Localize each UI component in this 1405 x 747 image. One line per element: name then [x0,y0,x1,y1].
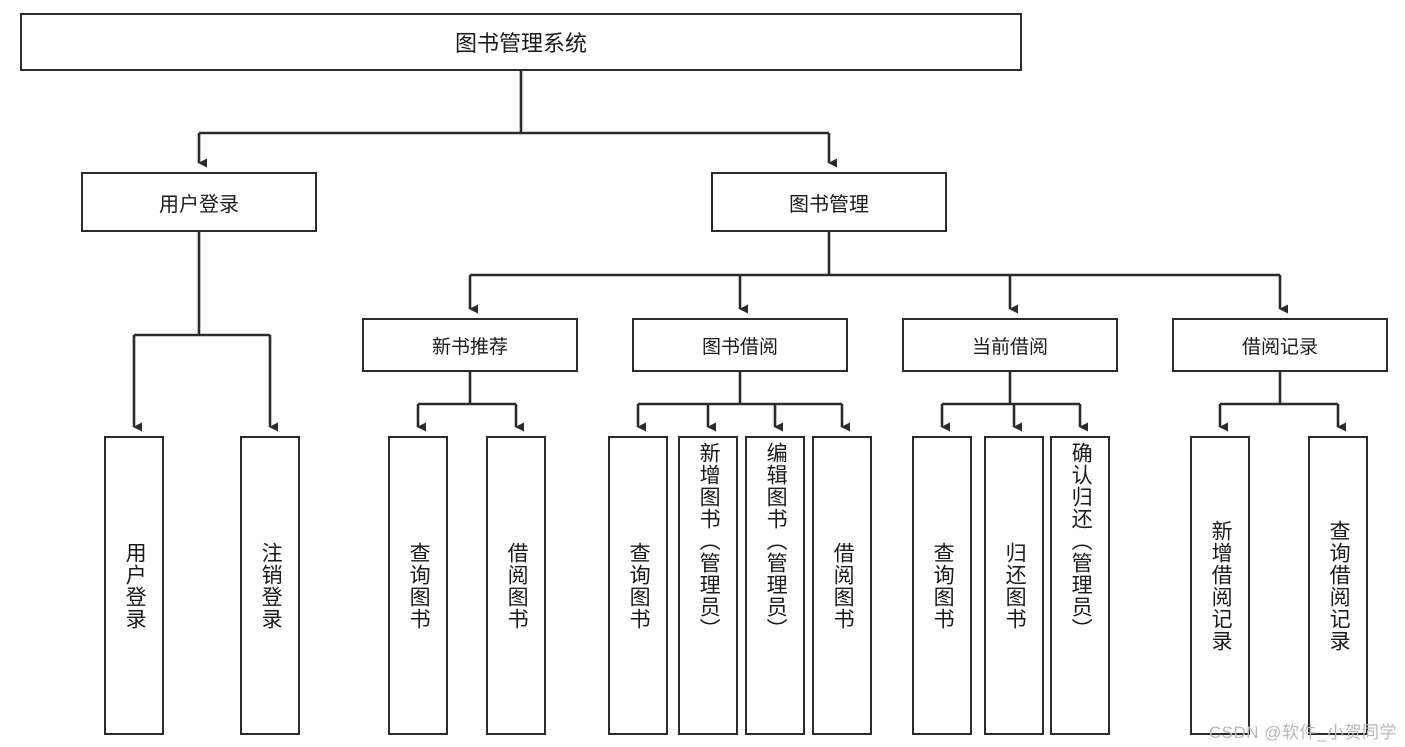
node-label: 新增图书（管理员） [697,442,721,640]
node-book-borrow: 图书借阅 [632,318,848,372]
node-user-login: 用户登录 [81,172,317,232]
node-label: 借阅图书 [831,541,855,630]
node-label: 新增借阅记录 [1209,519,1233,652]
node-label: 确认归还（管理员） [1069,442,1093,640]
node-label: 归还图书 [1003,541,1027,630]
node-leaf-return-book: 归还图书 [984,436,1044,735]
node-label: 用户登录 [159,193,239,216]
node-label: 查询图书 [931,541,955,630]
node-leaf-edit-book: 编辑图书（管理员） [745,436,805,735]
node-label: 图书管理系统 [454,31,587,56]
node-label: 借阅记录 [1241,336,1318,358]
node-label: 当前借阅 [971,336,1048,358]
node-new-book-rec: 新书推荐 [362,318,578,372]
node-label: 查询图书 [407,541,431,630]
node-leaf-borrow-book-1: 借阅图书 [486,436,546,735]
node-current-borrow: 当前借阅 [902,318,1118,372]
node-leaf-borrow-book-2: 借阅图书 [812,436,872,735]
node-leaf-query-book-2: 查询图书 [608,436,668,735]
node-leaf-query-record: 查询借阅记录 [1308,436,1368,735]
node-leaf-user-login: 用户登录 [104,436,164,735]
node-label: 图书管理 [789,193,869,216]
node-leaf-query-book-1: 查询图书 [388,436,448,735]
node-label: 查询借阅记录 [1327,519,1351,652]
node-label: 新书推荐 [431,336,508,358]
node-book-manage: 图书管理 [711,172,947,232]
node-borrow-record: 借阅记录 [1172,318,1388,372]
node-label: 借阅图书 [505,541,529,630]
node-label: 注销登录 [259,541,283,630]
node-leaf-add-record: 新增借阅记录 [1190,436,1250,735]
node-label: 查询图书 [627,541,651,630]
node-label: 用户登录 [123,541,147,630]
node-leaf-user-logout: 注销登录 [240,436,300,735]
node-leaf-add-book: 新增图书（管理员） [678,436,738,735]
node-root: 图书管理系统 [20,13,1022,71]
node-leaf-query-book-3: 查询图书 [912,436,972,735]
watermark-label: CSDN @软件_小贺同学 [1208,723,1397,742]
node-label: 编辑图书（管理员） [764,442,788,640]
node-leaf-confirm-return: 确认归还（管理员） [1050,436,1110,735]
node-label: 图书借阅 [701,336,778,358]
